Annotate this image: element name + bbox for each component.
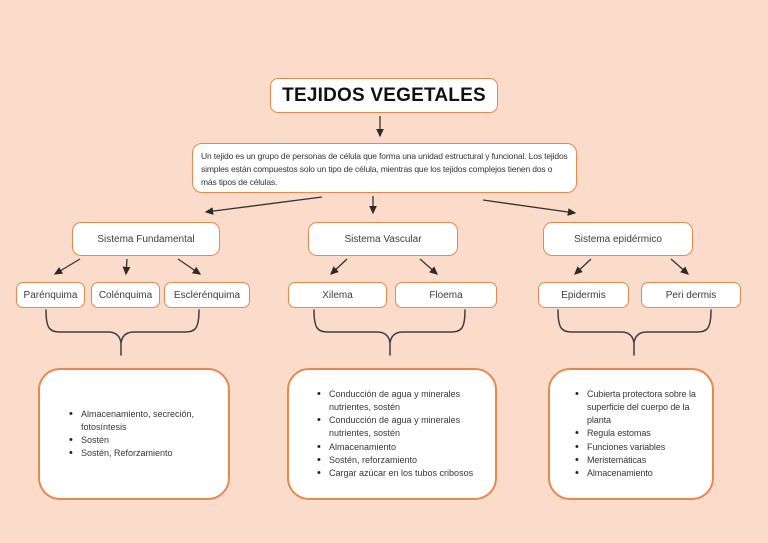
leaf-label: Floema (429, 289, 463, 301)
functions-box-vascular: Conducción de agua y minerales nutriente… (287, 368, 497, 500)
functions-box-epidermico: Cubierta protectora sobre la superficie … (548, 368, 714, 500)
branch-box-epidermico: Sistema epidérmico (543, 222, 693, 256)
branch-box-fundamental: Sistema Fundamental (72, 222, 220, 256)
function-item: Almacenamiento (574, 466, 709, 482)
page-title: TEJIDOS VEGETALES (282, 84, 486, 106)
functions-list: Almacenamiento, secreción, fotosíntesis … (40, 407, 228, 462)
function-item: Regula estomas (574, 426, 709, 442)
leaf-label: Esclerénquima (173, 289, 241, 301)
function-item: Meristemáticas (574, 453, 709, 469)
arrow-epidermico-to-peridermis (670, 258, 689, 275)
brace-vascular (313, 309, 466, 356)
branch-label: Sistema Fundamental (97, 233, 195, 245)
function-item: Conducción de agua y minerales nutriente… (316, 387, 487, 414)
functions-list: Conducción de agua y minerales nutriente… (289, 387, 495, 482)
leaf-label: Colénquima (98, 289, 153, 301)
leaf-label: Peri dermis (665, 289, 717, 301)
leaf-label: Parénquima (23, 289, 78, 301)
description-text: Un tejido es un grupo de personas de cél… (201, 151, 568, 188)
function-item: Conducción de agua y minerales nutriente… (316, 413, 487, 440)
function-item: Cargar azúcar en los tubos cribosos (316, 466, 487, 482)
arrow-vascular-to-xilema (330, 258, 348, 275)
function-item: Funciones variables (574, 440, 709, 456)
arrow-description-to-epidermico (482, 199, 577, 216)
function-item: Sostén, reforzamiento (316, 453, 487, 469)
arrow-fundamental-to-esclerenquima (177, 258, 202, 275)
function-item: Almacenamiento (316, 440, 487, 456)
description-box: Un tejido es un grupo de personas de cél… (192, 143, 577, 193)
leaf-box-colenquima: Colénquima (91, 282, 160, 308)
leaf-label: Epidermis (561, 289, 606, 301)
brace-fundamental (45, 309, 200, 356)
leaf-box-parenquima: Parénquima (16, 282, 85, 308)
arrow-vascular-to-floema (419, 258, 438, 275)
branch-label: Sistema Vascular (344, 233, 422, 245)
branch-box-vascular: Sistema Vascular (308, 222, 458, 256)
function-item: Cubierta protectora sobre la superficie … (574, 387, 709, 427)
arrow-fundamental-to-colenquima (122, 258, 131, 276)
branch-label: Sistema epidérmico (574, 233, 662, 245)
arrow-epidermico-to-epidermis (574, 258, 592, 275)
brace-epidermico (557, 309, 712, 356)
leaf-label: Xilema (322, 289, 353, 301)
functions-box-fundamental: Almacenamiento, secreción, fotosíntesis … (38, 368, 230, 500)
arrow-description-to-fundamental (204, 196, 323, 215)
leaf-box-epidermis: Epidermis (538, 282, 629, 308)
function-item: Almacenamiento, secreción, fotosíntesis (68, 407, 218, 434)
title-box: TEJIDOS VEGETALES (270, 78, 498, 113)
leaf-box-esclerenquima: Esclerénquima (164, 282, 250, 308)
arrow-fundamental-to-parenquima (53, 258, 81, 275)
functions-list: Cubierta protectora sobre la superficie … (550, 387, 712, 482)
function-item: Sostén, Reforzamiento (68, 446, 218, 462)
leaf-box-floema: Floema (395, 282, 497, 308)
function-item: Sostén (68, 433, 218, 449)
leaf-box-xilema: Xilema (288, 282, 387, 308)
leaf-box-peridermis: Peri dermis (641, 282, 741, 308)
